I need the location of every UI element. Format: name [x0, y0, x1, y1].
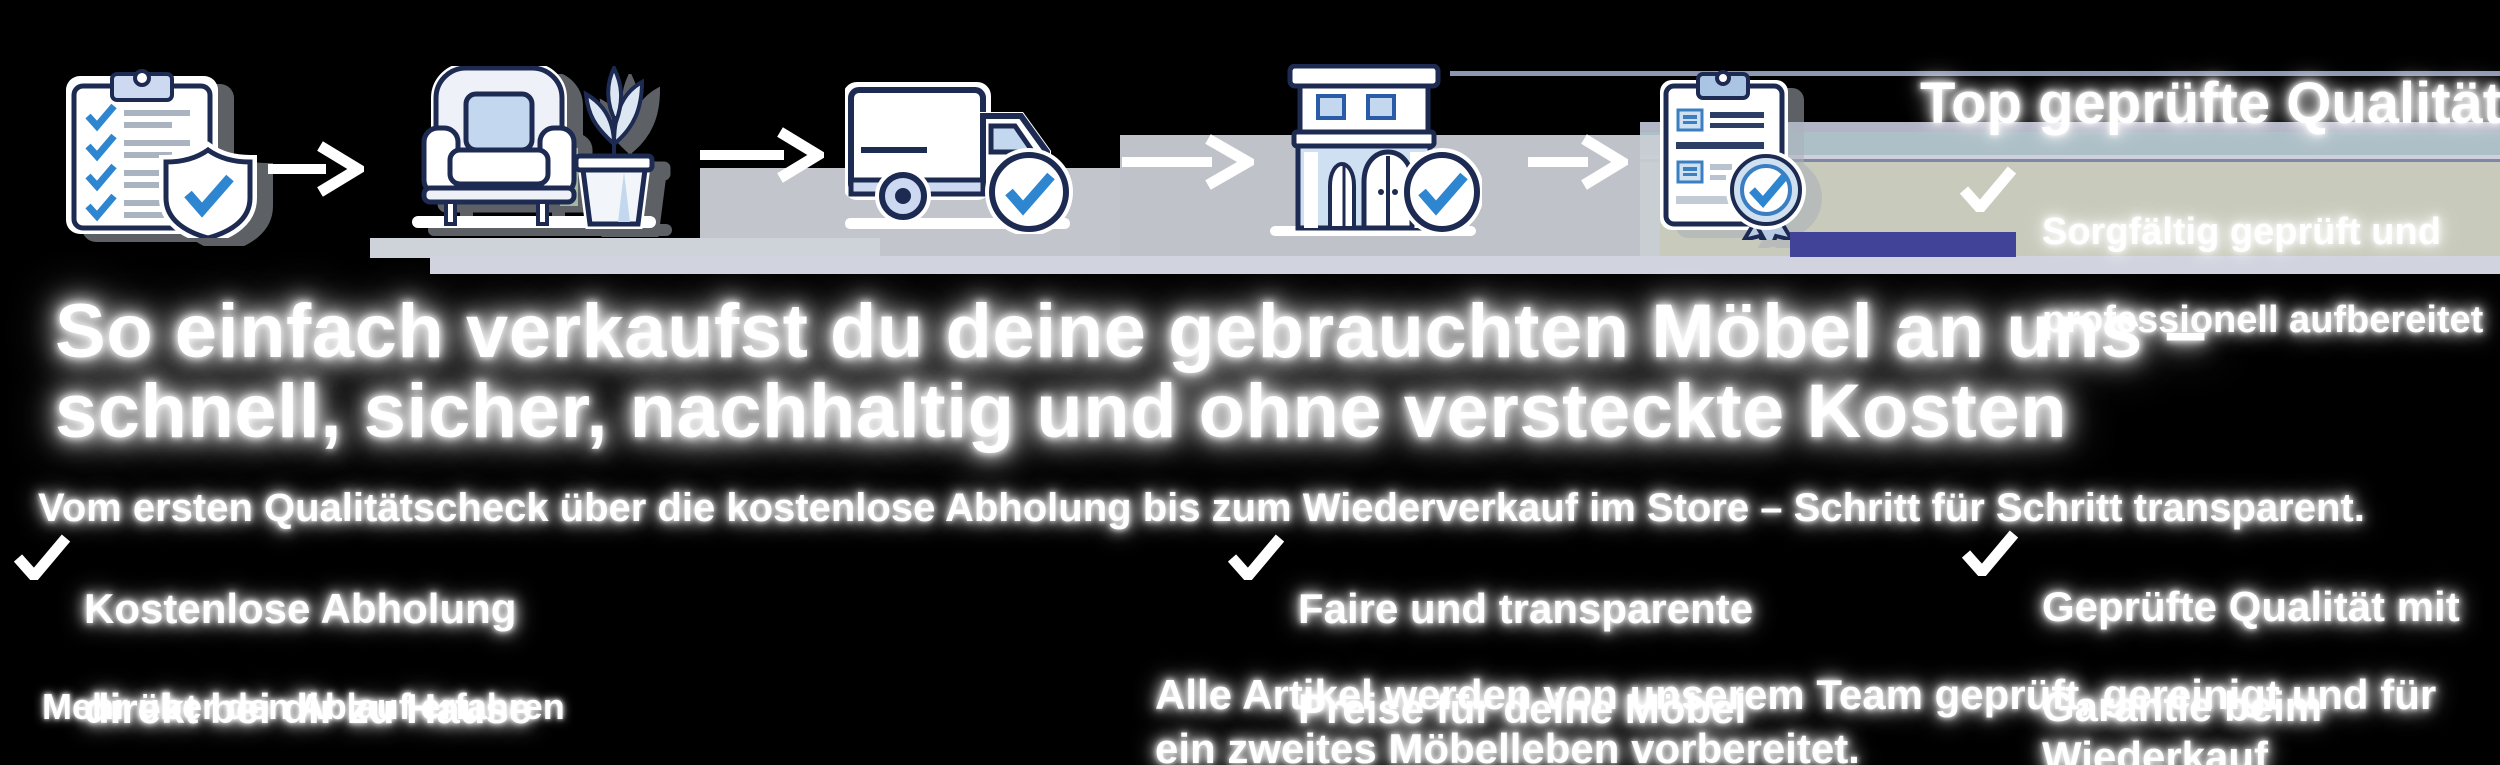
band-teal: [1640, 132, 2500, 155]
more-info-link[interactable]: Mehr über den Ablauf erfahren: [42, 686, 565, 727]
armchair-plant-icon: [410, 66, 658, 236]
band-thin-line: [1450, 71, 2500, 76]
arrow-right-icon: [268, 140, 364, 198]
band-lavender: [1640, 122, 2500, 132]
band-pale-strip: [1640, 155, 2500, 159]
quality-heading: Top geprüfte Qualität: [1920, 71, 2500, 136]
feature-item: Geprüfte Qualität mit Garantie beim Wied…: [2042, 583, 2460, 765]
feature-item: Kostenlose Abholung direkt bei dir zu Ha…: [84, 585, 533, 732]
main-heading-line1: So einfach verkaufst du deine gebrauchte…: [55, 289, 2208, 374]
check-icon: [1962, 530, 2018, 576]
arrow-right-icon: [1528, 133, 1628, 191]
store-check-icon: [1268, 64, 1482, 240]
section-divider: [430, 256, 2500, 274]
bottom-note: Alle Artikel werden von unserem Team gep…: [1155, 671, 2437, 765]
delivery-truck-check-icon: [845, 78, 1075, 234]
cta-button[interactable]: [1790, 232, 2016, 257]
quality-checklist-shield-icon: [62, 64, 258, 238]
feature-item: Faire und transparente Preise für deine …: [1298, 585, 1754, 732]
check-icon: [14, 534, 70, 580]
check-icon: [1960, 166, 2016, 212]
band-dark-line: [1640, 159, 2500, 162]
arrow-right-icon: [700, 126, 824, 184]
certificate-award-icon: [1660, 70, 1814, 240]
quality-bullet-text: Sorgfältig geprüft und professionell auf…: [2042, 211, 2484, 341]
band-gray-small: [370, 238, 880, 258]
main-heading-line2: schnell, sicher, nachhaltig und ohne ver…: [55, 369, 2068, 454]
subheading: Vom ersten Qualitätscheck über die koste…: [38, 486, 2365, 530]
arrow-right-icon: [1122, 133, 1254, 191]
check-icon: [1228, 534, 1284, 580]
